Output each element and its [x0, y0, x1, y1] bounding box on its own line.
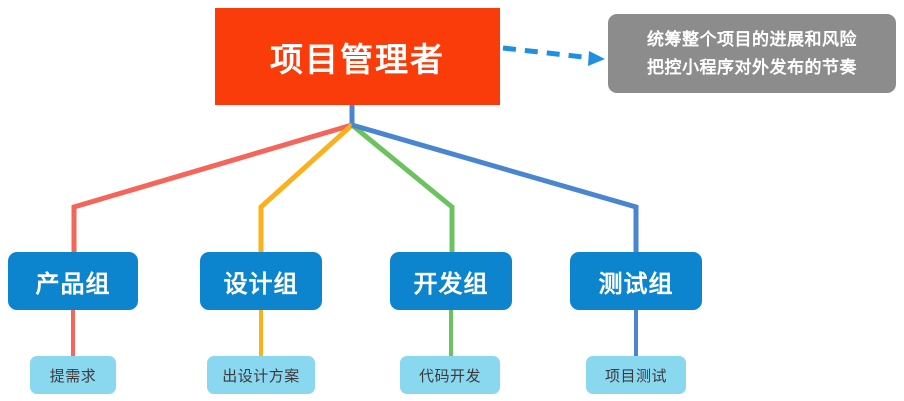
team-node-design[interactable]: 设计组 [200, 252, 322, 310]
team-node-design-label: 设计组 [223, 270, 299, 298]
root-node-label: 项目管理者 [270, 40, 445, 78]
task-node-requirements[interactable]: 提需求 [30, 356, 116, 394]
task-node-project-testing-label: 项目测试 [604, 367, 667, 385]
task-node-design-plan-label: 出设计方案 [222, 367, 300, 385]
root-node-project-manager[interactable]: 项目管理者 [215, 8, 500, 105]
task-node-project-testing[interactable]: 项目测试 [586, 356, 686, 394]
team-node-product-label: 产品组 [35, 270, 111, 298]
connector-hub-to-dev [350, 123, 455, 252]
task-node-coding[interactable]: 代码开发 [400, 356, 500, 394]
annotation-line-1: 统筹整个项目的进展和风险 [647, 29, 857, 49]
team-node-testing-label: 测试组 [598, 270, 674, 298]
dashed-arrow [502, 45, 605, 66]
task-node-requirements-label: 提需求 [49, 367, 97, 385]
team-node-development[interactable]: 开发组 [390, 252, 512, 310]
team-node-testing[interactable]: 测试组 [570, 252, 702, 310]
annotation-line-2: 把控小程序对外发布的节奏 [647, 57, 857, 77]
connector-hub-to-test [351, 122, 639, 252]
connector-hub-to-product [71, 122, 353, 252]
annotation-note[interactable]: 统筹整个项目的进展和风险 把控小程序对外发布的节奏 [608, 14, 896, 93]
team-node-product[interactable]: 产品组 [8, 252, 138, 310]
team-node-development-label: 开发组 [413, 270, 489, 298]
task-node-design-plan[interactable]: 出设计方案 [207, 356, 315, 394]
task-node-coding-label: 代码开发 [418, 367, 481, 385]
connector-hub-to-design [258, 123, 354, 252]
